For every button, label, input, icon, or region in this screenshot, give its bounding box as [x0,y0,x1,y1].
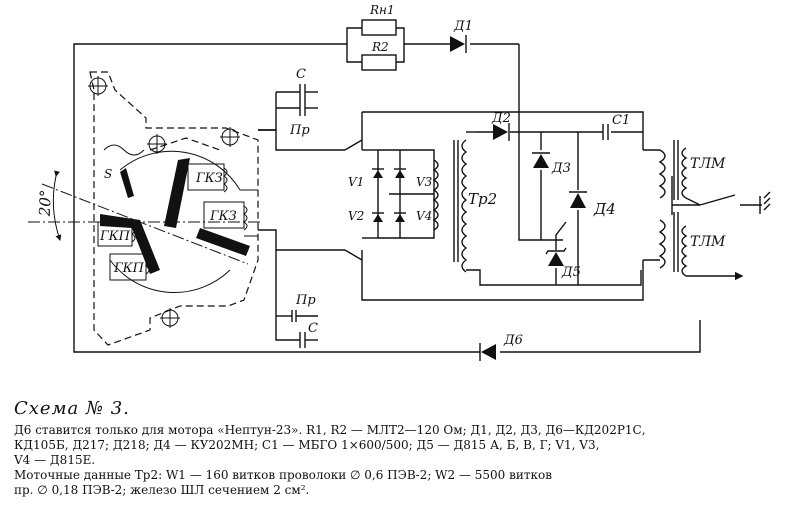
diode-d6: Д6 [479,333,523,361]
caption-title: Схема № 3. [14,398,130,419]
label-pr-bottom: Пр [295,293,316,308]
magneto-assembly: ГКЗ ГКЗ ГКП ГКП 20° S [28,71,262,346]
caption-line-2: КД105Б, Д217; Д218; Д4 — КУ202МН; C1 — М… [14,438,600,452]
label-pr-top: Пр [289,123,310,138]
label-v4: V4 [416,209,432,223]
label-c-top: C [296,67,306,82]
label-c-bottom: C [308,321,318,336]
label-d3: Д3 [551,161,571,176]
label-gkz-b: ГКЗ [209,209,237,224]
wiring [73,27,762,353]
capacitor-c1: C1 [602,113,630,140]
caption-line-3: V4 — Д815Е. [14,453,96,467]
label-tr2: Тр2 [468,190,497,208]
label-tlm-top: ТЛМ [690,156,726,172]
label-tlm-bottom: ТЛМ [690,234,726,250]
resistor-r2: R2 [361,40,397,71]
label-d6: Д6 [503,333,523,348]
capacitor-c-top: C [296,67,306,100]
label-rn1: Rн1 [369,3,395,17]
label-gkz-a: ГКЗ [195,171,223,186]
resistor-rn1: Rн1 [361,3,397,36]
diode-d2: Д2 [491,111,511,141]
label-gkp-b: ГКП [113,261,145,276]
caption: Схема № 3. Д6 ставится только для мотора… [14,398,794,498]
label-v1: V1 [348,175,364,189]
diode-d1: Д1 [450,19,473,53]
label-s: S [104,167,112,181]
zener-d5: Д5 [545,247,581,280]
label-d5: Д5 [561,265,581,280]
label-d4: Д4 [593,200,616,218]
label-c1: C1 [612,113,630,128]
caption-line-1: Д6 ставится только для мотора «Нептун-23… [14,423,646,437]
ignition-coil-tlm-top: ТЛМ [658,140,726,206]
transformer-tr2: Тр2 [453,139,497,273]
label-d1: Д1 [453,19,473,34]
diode-d3: Д3 [532,152,571,176]
label-d2: Д2 [491,111,511,126]
circuit-schematic: Rн1 R2 Д1 C Пр Пр C Д6 [28,3,771,361]
fuse-pr-top: Пр [276,100,318,138]
label-gkp-a: ГКП [99,229,131,244]
zener-bridge: V1 V2 V3 V4 [348,159,439,231]
caption-line-5: пр. ∅ 0,18 ПЭВ-2; железо ШЛ сечением 2 с… [14,483,310,497]
capacitor-c-bottom: C [299,321,318,348]
label-v2: V2 [348,209,364,223]
fuse-pr-bottom: Пр [291,293,318,322]
thyristor-d4: Д4 [569,191,616,218]
label-v3: V3 [416,175,433,189]
spark-gaps [722,191,771,281]
ignition-coil-tlm-bottom: ТЛМ [658,212,726,277]
caption-line-4: Моточные данные Тр2: W1 — 160 витков про… [14,468,553,482]
label-angle: 20° [36,189,55,217]
label-r2: R2 [371,40,389,54]
